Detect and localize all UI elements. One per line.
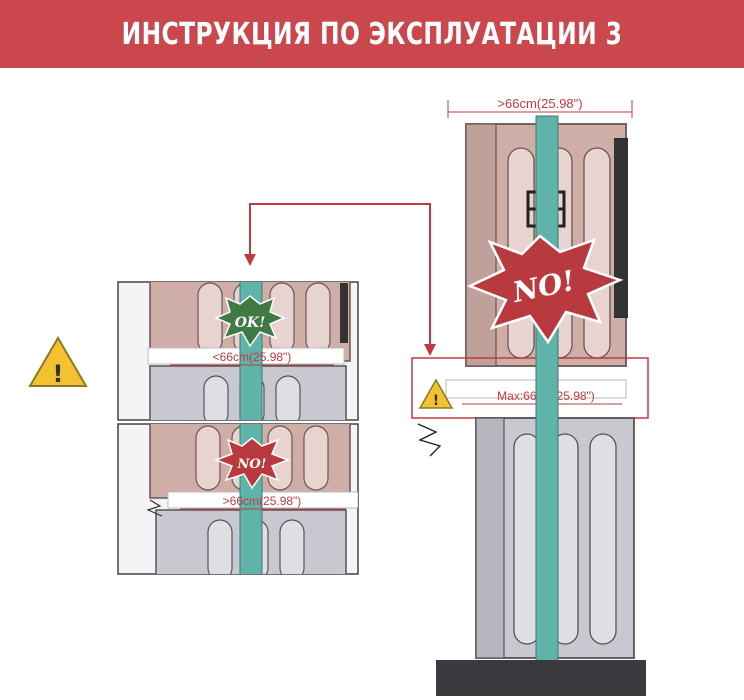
header-banner: ИНСТРУКЦИЯ ПО ЭКСПЛУАТАЦИИ 3 xyxy=(0,0,744,68)
diagram-stage: ! <66cm(25.98") xyxy=(0,68,744,700)
no-burst-badge-large: NO! xyxy=(466,234,624,345)
large-stack-illustration: >66cm(25.98") Max:66cm(25.98") ! xyxy=(411,96,649,696)
crack-marks xyxy=(146,499,163,517)
no-burst-badge-small: NO! xyxy=(213,437,291,490)
connector-arrows xyxy=(244,203,436,356)
dimension-label-top: >66cm(25.98") xyxy=(497,96,582,111)
dimension-label-no-small: >66cm(25.98") xyxy=(223,494,302,508)
ok-burst-label: OK! xyxy=(235,315,266,331)
stacking-kit-bar xyxy=(167,491,358,509)
arrow-down-icon xyxy=(424,344,436,356)
floor-base xyxy=(436,660,646,696)
installation-diagram: ! <66cm(25.98") xyxy=(28,96,649,696)
dimension-label-ok: <66cm(25.98") xyxy=(213,350,292,364)
warning-triangle-icon: ! xyxy=(28,336,88,388)
no-burst-label-small: NO! xyxy=(237,457,267,472)
arrow-down-icon xyxy=(244,254,256,266)
strap-large xyxy=(535,115,559,663)
warning-glyph-small: ! xyxy=(433,393,439,409)
page-title: ИНСТРУКЦИЯ ПО ЭКСПЛУАТАЦИИ 3 xyxy=(121,16,623,52)
strap xyxy=(239,282,263,420)
crack-marks xyxy=(417,423,442,457)
ok-burst-badge: OK! xyxy=(214,295,286,348)
panel-ok: <66cm(25.98") OK! xyxy=(117,281,359,421)
warning-glyph: ! xyxy=(53,360,64,388)
panel-no-small: >66cm(25.98") NO! xyxy=(117,423,359,575)
warning-triangle-icon: ! xyxy=(418,378,454,409)
